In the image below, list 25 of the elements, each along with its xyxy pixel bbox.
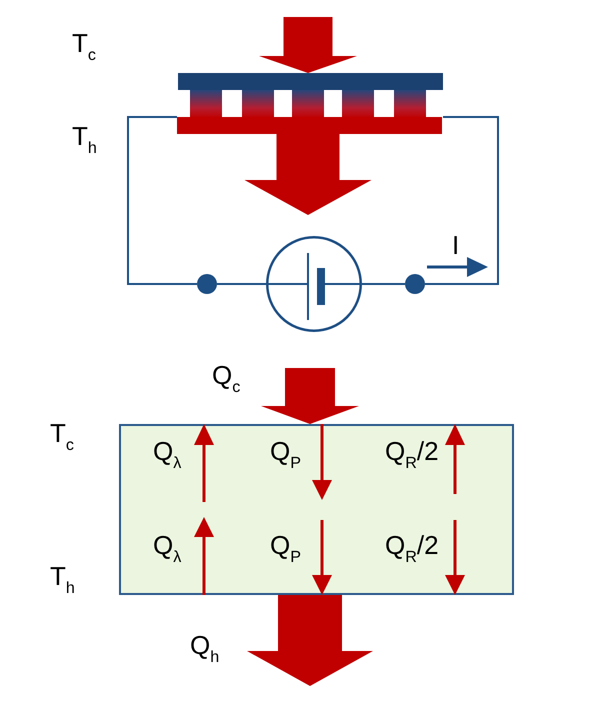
- heat-balance-box: [119, 424, 514, 595]
- heat-term-label: Q$_{λ}$: [153, 532, 182, 567]
- heat-flow-label: Q$_{h}$: [190, 632, 220, 667]
- heat-term-label: Q$_{R}$/2: [385, 438, 439, 473]
- temperature-label: T$_{h}$: [50, 563, 75, 598]
- temperature-label: T$_{h}$: [72, 123, 97, 158]
- current-label: I: [452, 232, 460, 262]
- terminal-dot: [197, 274, 217, 294]
- terminal-dot: [405, 274, 425, 294]
- temperature-label: T$_{c}$: [72, 30, 96, 65]
- heat-term-label: Q$_{λ}$: [153, 438, 182, 473]
- block-arrow: [244, 134, 372, 215]
- heat-term-label: Q$_{R}$/2: [385, 532, 439, 567]
- battery-symbol: [266, 236, 362, 332]
- wire: [362, 283, 405, 285]
- heat-flow-label: Q$_{c}$: [212, 362, 240, 397]
- heat-term-label: Q$_{P}$: [270, 438, 301, 473]
- temperature-label: T$_{c}$: [50, 420, 74, 455]
- wire: [217, 283, 266, 285]
- block-arrow: [261, 368, 359, 424]
- wire: [127, 116, 197, 285]
- heat-term-label: Q$_{P}$: [270, 532, 301, 567]
- wire: [425, 116, 499, 285]
- block-arrow: [259, 17, 357, 73]
- block-arrow: [247, 595, 373, 686]
